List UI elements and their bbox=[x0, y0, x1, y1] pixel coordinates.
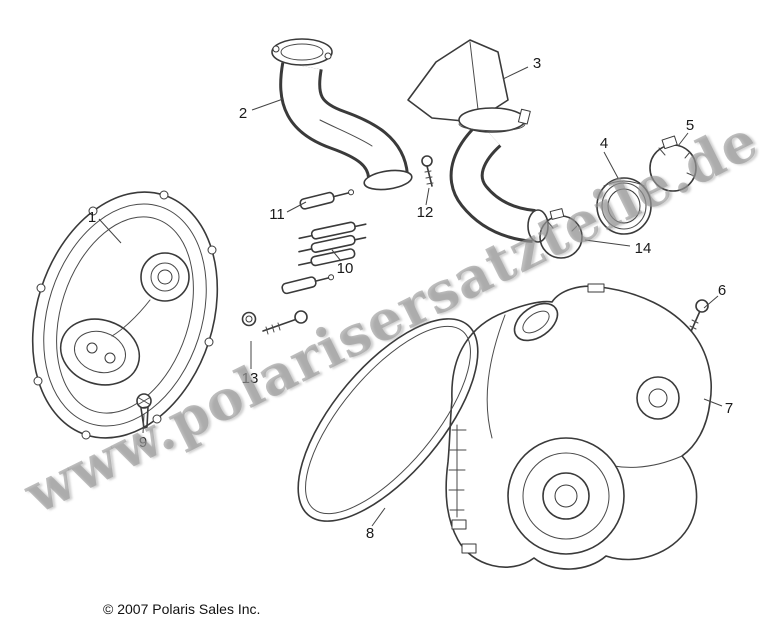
part-7-inner-clutch-cover bbox=[445, 283, 712, 570]
part-9-screw bbox=[136, 393, 152, 429]
part-11-clamp bbox=[299, 189, 355, 210]
part-2-intake-duct bbox=[271, 38, 413, 191]
part-14-hose-clamp bbox=[539, 208, 583, 259]
callout-5: 5 bbox=[686, 117, 694, 134]
callout-6: 6 bbox=[718, 282, 726, 299]
callout-7: 7 bbox=[725, 400, 733, 417]
part-3-air-duct-assembly bbox=[407, 39, 549, 243]
leader-lines bbox=[98, 66, 723, 527]
callout-1: 1 bbox=[88, 209, 96, 226]
part-10-clamp-set bbox=[281, 221, 367, 295]
callout-13: 13 bbox=[242, 370, 259, 387]
callout-14: 14 bbox=[635, 240, 652, 257]
callout-3: 3 bbox=[533, 55, 541, 72]
callout-11: 11 bbox=[269, 206, 285, 223]
callout-labels: 1 2 3 4 5 6 7 8 9 10 11 12 13 14 bbox=[88, 55, 733, 542]
callout-10: 10 bbox=[337, 260, 354, 277]
copyright-text: © 2007 Polaris Sales Inc. bbox=[103, 601, 261, 617]
callout-2: 2 bbox=[239, 105, 247, 122]
part-1-outer-clutch-cover bbox=[31, 190, 219, 440]
part-12-bolt bbox=[421, 155, 434, 187]
part-4-duct-adapter bbox=[596, 177, 652, 235]
callout-12: 12 bbox=[417, 204, 434, 221]
callout-4: 4 bbox=[600, 135, 608, 152]
callout-8: 8 bbox=[366, 525, 374, 542]
callout-9: 9 bbox=[139, 434, 147, 451]
part-6-bolt bbox=[687, 299, 709, 337]
part-5-hose-clamp bbox=[649, 135, 697, 192]
part-13-bolt-washer bbox=[241, 310, 308, 335]
part-8-drive-belt bbox=[297, 318, 479, 522]
